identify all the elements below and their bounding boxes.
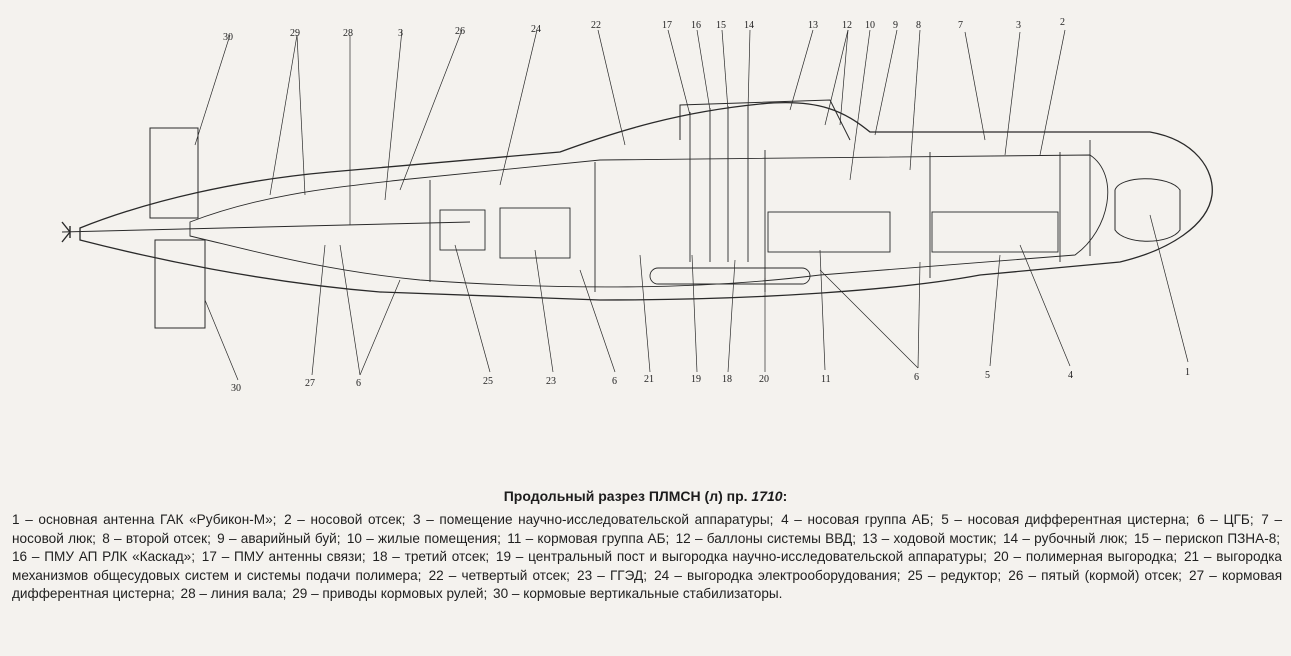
callout-8: 8 [916, 20, 921, 31]
callout-23: 23 [546, 376, 556, 387]
callout-20: 20 [759, 374, 769, 385]
upper-stabilizer [149, 127, 199, 219]
callout-1: 1 [1185, 367, 1190, 378]
legend-item-8: 8 – второй отсек; [102, 530, 211, 546]
legend-item-28: 28 – линия вала; [180, 586, 287, 602]
legend-item-23: 23 – ГГЭД; [577, 567, 647, 583]
legend-item-24: 24 – выгородка электрооборудования; [654, 567, 901, 583]
legend-item-5: 5 – носовая дифферентная цистерна; [941, 512, 1190, 527]
main-motor-block [499, 207, 571, 259]
callout-labels: 1 2 3 3 4 5 6 6 6 7 8 9 10 11 12 13 14 1… [223, 17, 1190, 394]
callout-6-aft: 6 [356, 378, 361, 389]
legend-item-21: 21 – выгородка механизмов общесудовых си… [12, 549, 1282, 583]
bulkheads [429, 140, 1091, 292]
callout-19: 19 [691, 374, 701, 385]
callout-18: 18 [722, 374, 732, 385]
callout-6-mid: 6 [612, 376, 617, 387]
callout-11: 11 [821, 374, 831, 385]
callout-13: 13 [808, 20, 818, 31]
callout-3-aft: 3 [398, 28, 403, 39]
aft-battery-group [767, 211, 891, 253]
legend-item-19: 19 – центральный пост и выгородка научно… [495, 549, 987, 565]
legend-text: 1 – основная антенна ГАК «Рубикон-М»; 2 … [12, 511, 1282, 604]
legend-item-25: 25 – редуктор; [907, 567, 1002, 583]
callout-25: 25 [483, 376, 493, 387]
callout-12: 12 [842, 20, 852, 31]
conning-tower [679, 99, 851, 141]
polymer-enclosure [649, 267, 811, 285]
legend-item-10: 10 – жилые помещения; [346, 530, 501, 546]
callout-15: 15 [716, 20, 726, 31]
legend-item-30: 30 – кормовые вертикальные стабилизаторы… [493, 586, 783, 602]
sonar-dome [1114, 178, 1181, 242]
callout-29: 29 [290, 28, 300, 39]
legend-item-6: 6 – ЦГБ; [1197, 512, 1254, 527]
legend-item-4: 4 – носовая группа АБ; [781, 512, 934, 527]
legend-item-17: 17 – ПМУ антенны связи; [201, 549, 366, 565]
legend-item-11: 11 – кормовая группа АБ; [507, 530, 670, 546]
legend-item-26: 26 – пятый (кормой) отсек; [1008, 567, 1182, 583]
callout-16: 16 [691, 20, 701, 31]
caption-project: 1710 [751, 488, 783, 504]
callout-27: 27 [305, 378, 315, 389]
callout-21: 21 [644, 374, 654, 385]
hull-outline [79, 101, 1213, 301]
lower-stabilizer [154, 239, 206, 329]
fwd-battery-group [931, 211, 1059, 253]
propeller [61, 221, 71, 243]
legend-item-7: 7 – носовой люк; [12, 512, 1283, 546]
legend-item-1: 1 – основная антенна ГАК «Рубикон-М»; [12, 512, 277, 527]
callout-6-fwd: 6 [914, 372, 919, 383]
legend-item-12: 12 – баллоны системы ВВД; [675, 530, 856, 546]
submarine-cross-section-diagram: 1 2 3 3 4 5 6 6 6 7 8 9 10 11 12 13 14 1… [61, 17, 1213, 394]
legend-item-3: 3 – помещение научно-исследовательской а… [413, 512, 774, 527]
legend-item-13: 13 – ходовой мостик; [862, 530, 997, 546]
callout-3-fwd: 3 [1016, 20, 1021, 31]
callout-17: 17 [662, 20, 672, 31]
caption-suffix: : [782, 488, 788, 504]
callout-24: 24 [531, 24, 541, 35]
callout-10: 10 [865, 20, 875, 31]
callout-22: 22 [591, 20, 601, 31]
legend-item-15: 15 – перископ ПЗНА-8; [1133, 530, 1281, 546]
leader-lines [194, 29, 1189, 381]
legend-item-14: 14 – рубочный люк; [1002, 530, 1128, 546]
callout-5: 5 [985, 370, 990, 381]
figure-caption: Продольный разрез ПЛМСН (л) пр. 1710: [0, 488, 1291, 504]
callout-14: 14 [744, 20, 754, 31]
callout-30-top: 30 [223, 32, 233, 43]
callout-30-bottom: 30 [231, 383, 241, 394]
legend-item-2: 2 – носовой отсек; [284, 512, 406, 527]
masts [689, 106, 749, 262]
callout-28: 28 [343, 28, 353, 39]
legend-item-29: 29 – приводы кормовых рулей; [292, 586, 488, 602]
pressure-hull [189, 154, 1109, 288]
legend-item-16: 16 – ПМУ АП РЛК «Каскад»; [12, 549, 196, 565]
callout-4: 4 [1068, 370, 1073, 381]
legend-item-18: 18 – третий отсек; [372, 549, 490, 565]
legend-item-22: 22 – четвертый отсек; [428, 567, 570, 583]
legend-item-9: 9 – аварийный буй; [217, 530, 341, 546]
propeller-shaft [61, 221, 471, 233]
caption-title: Продольный разрез ПЛМСН (л) пр. [503, 488, 752, 504]
callout-9: 9 [893, 20, 898, 31]
legend-item-27: 27 – кормовая дифферентная цистерна; [12, 567, 1283, 602]
legend-item-20: 20 – полимерная выгородка; [993, 549, 1178, 565]
callout-7: 7 [958, 20, 963, 31]
callout-26: 26 [455, 26, 465, 37]
reducer-block [439, 209, 486, 251]
callout-2: 2 [1060, 17, 1065, 28]
